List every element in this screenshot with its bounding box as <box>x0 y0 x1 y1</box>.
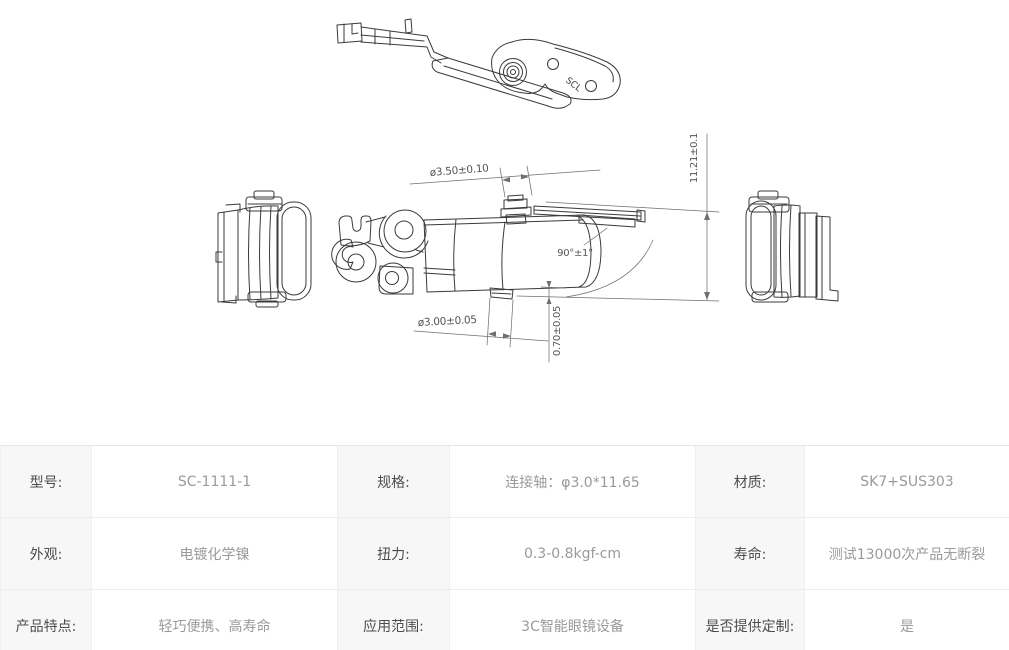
bottom-pin <box>489 287 514 300</box>
dim-top-pin-diameter: ø3.50±0.10 <box>429 162 489 179</box>
spec-table: 型号: SC-1111-1 规格: 连接轴：φ3.0*11.65 材质: SK7… <box>0 445 1009 650</box>
spec-value-customization: 是 <box>805 590 1009 650</box>
dim-bottom-pin-diameter: ø3.00±0.05 <box>418 314 478 329</box>
spec-label-application: 应用范围: <box>337 590 450 650</box>
top-pin <box>505 213 527 225</box>
dim-overall-height: 11.21±0.1 <box>689 133 700 183</box>
dimension-annotations: ø3.50±0.10 ø3.00±0.05 0.70±0.05 90°±1° <box>409 133 720 363</box>
spec-value-model: SC-1111-1 <box>92 446 337 518</box>
left-end-view <box>215 190 312 308</box>
folded-arm <box>533 205 642 221</box>
spec-label-specification: 规格: <box>337 446 450 518</box>
isometric-view: SCL <box>336 18 621 109</box>
spec-label-customization: 是否提供定制: <box>695 590 805 650</box>
spec-value-torque: 0.3-0.8kgf-cm <box>450 518 695 590</box>
spec-label-torque: 扭力: <box>337 518 450 590</box>
head-hole-2 <box>585 80 597 92</box>
spec-label-material: 材质: <box>695 446 805 518</box>
hinge-technical-drawing: SCL <box>215 18 839 363</box>
spec-label-features: 产品特点: <box>0 590 92 650</box>
cad-drawing-area: SCL <box>215 18 839 363</box>
front-view <box>331 194 646 300</box>
spec-value-specification: 连接轴：φ3.0*11.65 <box>450 446 695 518</box>
spec-value-material: SK7+SUS303 <box>805 446 1009 518</box>
spec-label-lifespan: 寿命: <box>695 518 805 590</box>
spec-value-features: 轻巧便携、高寿命 <box>92 590 337 650</box>
spec-label-model: 型号: <box>0 446 92 518</box>
right-end-view <box>745 190 839 303</box>
head-hole-1 <box>547 58 559 70</box>
spec-value-lifespan: 测试13000次产品无断裂 <box>805 518 1009 590</box>
spec-label-appearance: 外观: <box>0 518 92 590</box>
dim-pin-protrusion: 0.70±0.05 <box>552 306 563 356</box>
spec-value-application: 3C智能眼镜设备 <box>450 590 695 650</box>
spec-value-appearance: 电镀化学镍 <box>92 518 337 590</box>
dim-open-angle: 90°±1° <box>557 248 593 259</box>
logo-text: SCL <box>563 76 583 94</box>
